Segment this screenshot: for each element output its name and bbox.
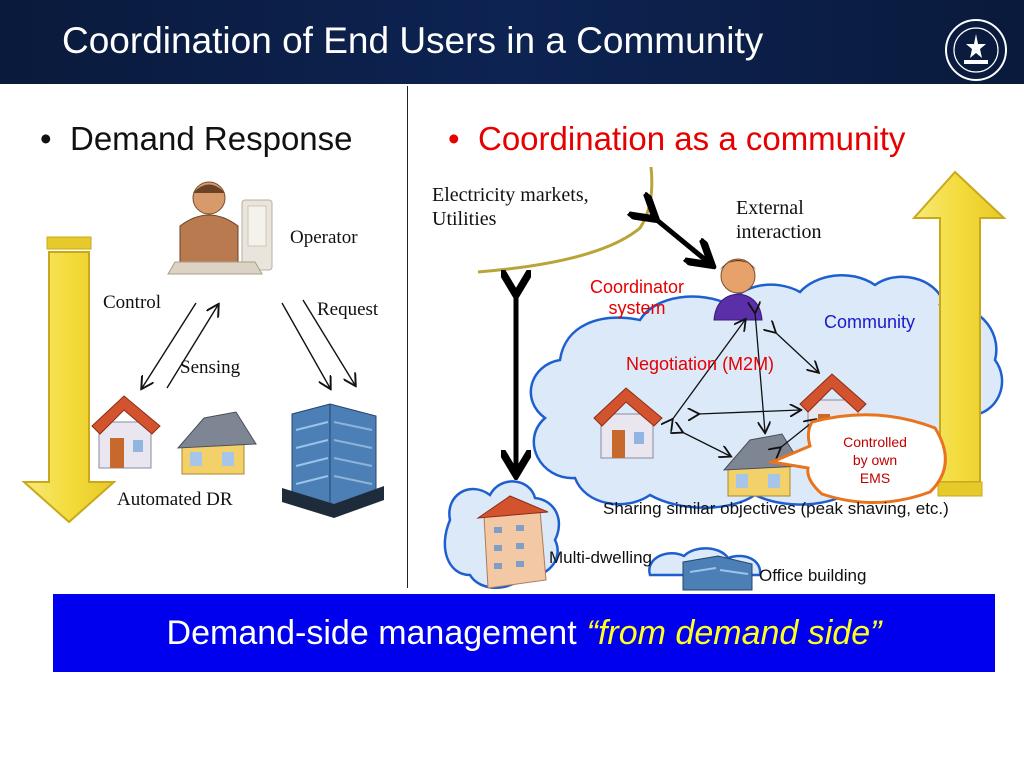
down-arrow-icon: [21, 236, 117, 524]
control-arrow: [142, 302, 197, 388]
markets-label-line1: Electricity markets,: [432, 184, 589, 206]
sensing-arrow: [166, 305, 218, 389]
title-bar: Coordination of End Users in a Community: [0, 0, 1024, 84]
slide-title: Coordination of End Users in a Community: [62, 20, 764, 61]
negotiation-label: Negotiation (M2M): [626, 354, 775, 374]
multi-dwelling-label: Multi-dwelling: [549, 548, 652, 567]
university-seal-icon: [945, 19, 1007, 81]
ems-callout: [766, 413, 947, 505]
multi-dwelling-icon: [476, 495, 549, 589]
house-icon: [91, 395, 161, 469]
up-arrow-icon: [911, 170, 1007, 497]
external-interaction-label: External interaction: [736, 196, 822, 244]
coordinator-person-icon: [713, 258, 763, 321]
automated-dr-label: Automated DR: [117, 489, 233, 510]
sensing-label: Sensing: [180, 357, 241, 378]
bottom-banner: Demand-side management “from demand side…: [53, 594, 995, 672]
office-building-label: Office building: [759, 566, 867, 585]
ems-label-line1: Controlled: [843, 434, 907, 450]
banner-highlight: “from demand side”: [586, 613, 882, 652]
coordinator-label-line2: system: [608, 297, 666, 318]
office-building-icon: [682, 555, 753, 591]
column-divider: [407, 86, 408, 588]
house-icon: [593, 387, 663, 459]
bullet-coordination: •Coordination as a community: [448, 120, 906, 157]
community-label: Community: [824, 312, 916, 332]
house-icon: [176, 411, 257, 475]
coordinator-label: Coordinator system: [574, 277, 700, 318]
coordinator-label-line1: Coordinator: [589, 277, 685, 297]
banner-text: Demand-side management: [166, 613, 577, 652]
ems-label-line3: EMS: [859, 470, 891, 487]
operator-icon: [167, 181, 273, 275]
control-label: Control: [103, 292, 162, 313]
external-label-line2: interaction: [736, 221, 822, 243]
bullet-demand-response-text: Demand Response: [70, 120, 353, 157]
negotiation-arrows: [672, 312, 818, 456]
external-interaction-arrow: [652, 216, 708, 262]
office-tower-icon: [282, 403, 384, 518]
ems-label-line2: by own: [852, 452, 898, 469]
bullet-coordination-text: Coordination as a community: [478, 120, 906, 157]
markets-label: Electricity markets, Utilities: [432, 183, 589, 231]
sharing-label: Sharing similar objectives (peak shaving…: [603, 499, 949, 518]
markets-label-line2: Utilities: [432, 208, 497, 230]
external-label-line1: External: [736, 197, 804, 219]
request-label: Request: [317, 299, 379, 320]
bullet-demand-response: •Demand Response: [40, 120, 353, 157]
ems-label: Controlled by own EMS: [820, 433, 930, 488]
request-arrow-up: [281, 302, 330, 388]
operator-label: Operator: [290, 227, 358, 248]
request-arrow-down: [302, 299, 355, 385]
